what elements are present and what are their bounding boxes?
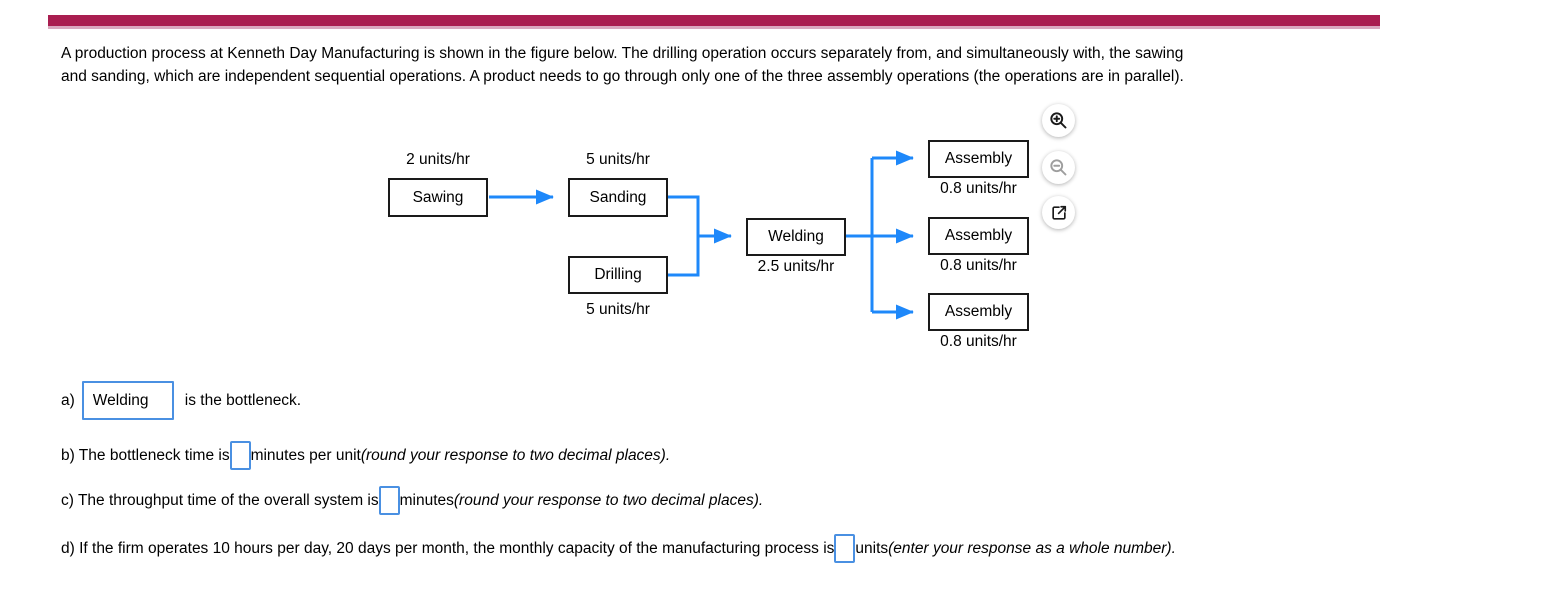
question-b-answer-input[interactable] [229, 441, 251, 470]
zoom-in-icon [1050, 112, 1067, 129]
header-accent-bar [48, 15, 1380, 29]
question-a-row: a) is the bottleneck. [61, 381, 301, 420]
process-box-sanding: Sanding [568, 178, 668, 217]
question-c-answer-input[interactable] [378, 486, 400, 515]
process-box-welding: Welding [746, 218, 846, 256]
process-box-assembly-top-label: Assembly [944, 150, 1013, 167]
rate-label-assembly-middle: 0.8 units/hr [940, 257, 1017, 274]
question-a-answer-input[interactable] [81, 381, 174, 420]
rate-label-sawing: 2 units/hr [406, 151, 470, 168]
question-b-note: (round your response to two decimal plac… [360, 446, 671, 464]
question-a-suffix: is the bottleneck. [184, 391, 302, 409]
question-c-suffix: minutes [399, 491, 454, 509]
process-box-assembly-bottom: Assembly [928, 293, 1029, 331]
process-box-drilling-label: Drilling [594, 266, 642, 283]
open-in-new-window-button[interactable] [1042, 196, 1075, 229]
process-box-welding-label: Welding [768, 228, 824, 245]
rate-label-drilling: 5 units/hr [586, 301, 650, 318]
process-box-assembly-bottom-label: Assembly [944, 303, 1013, 320]
rate-label-welding: 2.5 units/hr [757, 258, 835, 275]
question-d-note: (enter your response as a whole number). [888, 539, 1176, 557]
zoom-out-button[interactable] [1042, 151, 1075, 184]
question-d-prefix: d) If the firm operates 10 hours per day… [61, 539, 835, 557]
question-b-suffix: minutes per unit [250, 446, 361, 464]
process-box-assembly-middle: Assembly [928, 217, 1029, 255]
rate-label-assembly-bottom: 0.8 units/hr [940, 333, 1017, 350]
open-in-new-window-icon [1051, 205, 1066, 220]
process-box-sanding-label: Sanding [589, 188, 647, 206]
process-box-assembly-middle-label: Assembly [944, 227, 1013, 244]
rate-label-sanding: 5 units/hr [586, 151, 650, 168]
problem-statement-line1: A production process at Kenneth Day Manu… [61, 45, 1184, 62]
problem-statement: A production process at Kenneth Day Manu… [61, 43, 1184, 88]
question-b-prefix: b) The bottleneck time is [61, 446, 230, 464]
process-box-assembly-top: Assembly [928, 140, 1029, 178]
zoom-out-icon [1050, 159, 1067, 176]
rate-label-assembly-top: 0.8 units/hr [940, 180, 1017, 197]
process-box-drilling: Drilling [568, 256, 668, 294]
question-c-prefix: c) The throughput time of the overall sy… [61, 491, 379, 509]
problem-statement-line2: and sanding, which are independent seque… [61, 67, 1184, 85]
question-a-prefix: a) [61, 391, 75, 409]
question-c-row: c) The throughput time of the overall sy… [61, 486, 763, 515]
question-d-answer-input[interactable] [834, 534, 856, 563]
process-box-sawing-label: Sawing [412, 188, 464, 206]
question-d-row: d) If the firm operates 10 hours per day… [61, 534, 1176, 563]
zoom-in-button[interactable] [1042, 104, 1075, 137]
question-b-row: b) The bottleneck time is minutes per un… [61, 441, 670, 470]
question-c-note: (round your response to two decimal plac… [453, 491, 764, 509]
question-d-suffix: units [855, 539, 889, 557]
process-box-sawing: Sawing [388, 178, 488, 217]
